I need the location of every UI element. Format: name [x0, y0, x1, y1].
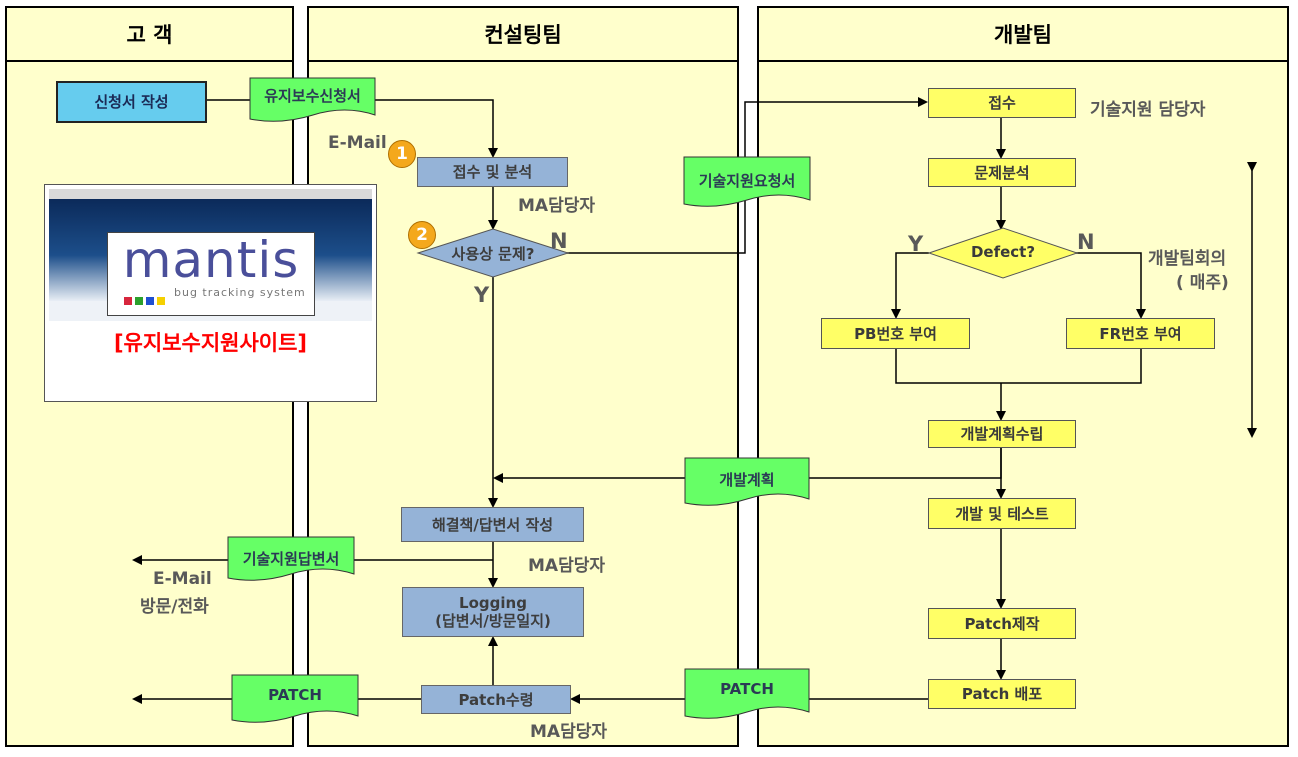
reply-channel-email: E-Mail [153, 569, 212, 589]
weekly-meeting-line1: 개발팀회의 [1148, 249, 1227, 269]
lane-development-title: 개발팀 [759, 8, 1287, 62]
patch-doc-dev: PATCH [684, 668, 810, 722]
logging-box: Logging (답변서/방문일지) [402, 587, 584, 637]
ma-owner-label-3: MA담당자 [530, 722, 607, 742]
tech-support-request-doc-label: 기술지원요청서 [698, 172, 796, 190]
decision-defect-shape [927, 227, 1079, 279]
maintenance-request-doc: 유지보수신청서 [249, 77, 376, 125]
usage-problem-no: N [550, 229, 568, 253]
tech-support-owner-label: 기술지원 담당자 [1090, 100, 1206, 120]
square-green [135, 297, 143, 305]
dev-plan-doc: 개발계획 [684, 457, 810, 509]
defect-yes: Y [908, 232, 924, 256]
tech-support-reply-doc: 기술지원답변서 [227, 536, 355, 584]
receive-analysis-box: 접수 및 분석 [417, 157, 568, 187]
patch-doc-customer: PATCH [231, 674, 359, 726]
square-yellow [157, 297, 165, 305]
step-1-badge: 1 [388, 140, 416, 168]
ma-owner-label-2: MA담당자 [528, 556, 605, 576]
mantis-logo-text: mantis [122, 231, 300, 289]
arrow-defect-no [1076, 252, 1146, 319]
ma-owner-label-1: MA담당자 [518, 196, 595, 216]
patch-deploy-box: Patch 배포 [928, 679, 1076, 709]
patch-make-box: Patch제작 [928, 608, 1076, 639]
tech-support-request-doc: 기술지원요청서 [683, 156, 811, 211]
mantis-color-squares [124, 290, 165, 309]
mantis-tagline: bug tracking system [174, 286, 306, 299]
lane-consulting-title: 컨설팅팀 [309, 8, 737, 62]
dev-plan-box: 개발계획수립 [928, 420, 1076, 448]
email-label: E-Mail [328, 133, 387, 153]
tech-support-reply-doc-label: 기술지원답변서 [242, 550, 340, 568]
usage-problem-decision-label: 사용상 문제? [451, 245, 535, 263]
step-2-badge: 2 [408, 221, 436, 249]
dev-test-box: 개발 및 테스트 [928, 498, 1076, 529]
usage-problem-yes: Y [474, 283, 490, 307]
dev-receive-box: 접수 [928, 88, 1076, 118]
weekly-meeting-line2: ( 매주) [1176, 273, 1229, 293]
defect-no: N [1077, 230, 1095, 254]
reply-channel-visit: 방문/전화 [140, 597, 209, 617]
lane-customer-title: 고 객 [7, 8, 292, 62]
pb-number-box: PB번호 부여 [821, 318, 970, 349]
problem-analysis-box: 문제분석 [928, 158, 1076, 187]
maintenance-request-doc-label: 유지보수신청서 [264, 87, 361, 105]
merge-pb-fr [895, 349, 1142, 384]
decision-usage-problem-shape [416, 228, 570, 278]
arrow-defect-yes [891, 252, 929, 319]
fr-number-box: FR번호 부여 [1066, 318, 1215, 349]
patch-doc-customer-label: PATCH [268, 686, 322, 704]
logging-box-line2: (답변서/방문일지) [435, 612, 551, 630]
patch-receive-box: Patch수령 [421, 685, 571, 714]
application-box: 신청서 작성 [56, 81, 207, 123]
logging-box-line1: Logging [459, 594, 527, 612]
patch-doc-dev-label: PATCH [720, 680, 774, 698]
solution-reply-box: 해결책/답변서 작성 [401, 507, 584, 542]
lane-development: 개발팀 [757, 6, 1289, 747]
dev-plan-doc-label: 개발계획 [719, 471, 775, 489]
mantis-site-screenshot: mantis bug tracking system [유지보수지원사이트] [44, 184, 377, 402]
site-header-bar [49, 189, 372, 199]
square-red [124, 297, 132, 305]
mantis-logo-box: mantis bug tracking system [107, 231, 315, 316]
site-caption: [유지보수지원사이트] [113, 331, 308, 355]
defect-decision-label: Defect? [970, 243, 1036, 261]
square-blue [146, 297, 154, 305]
